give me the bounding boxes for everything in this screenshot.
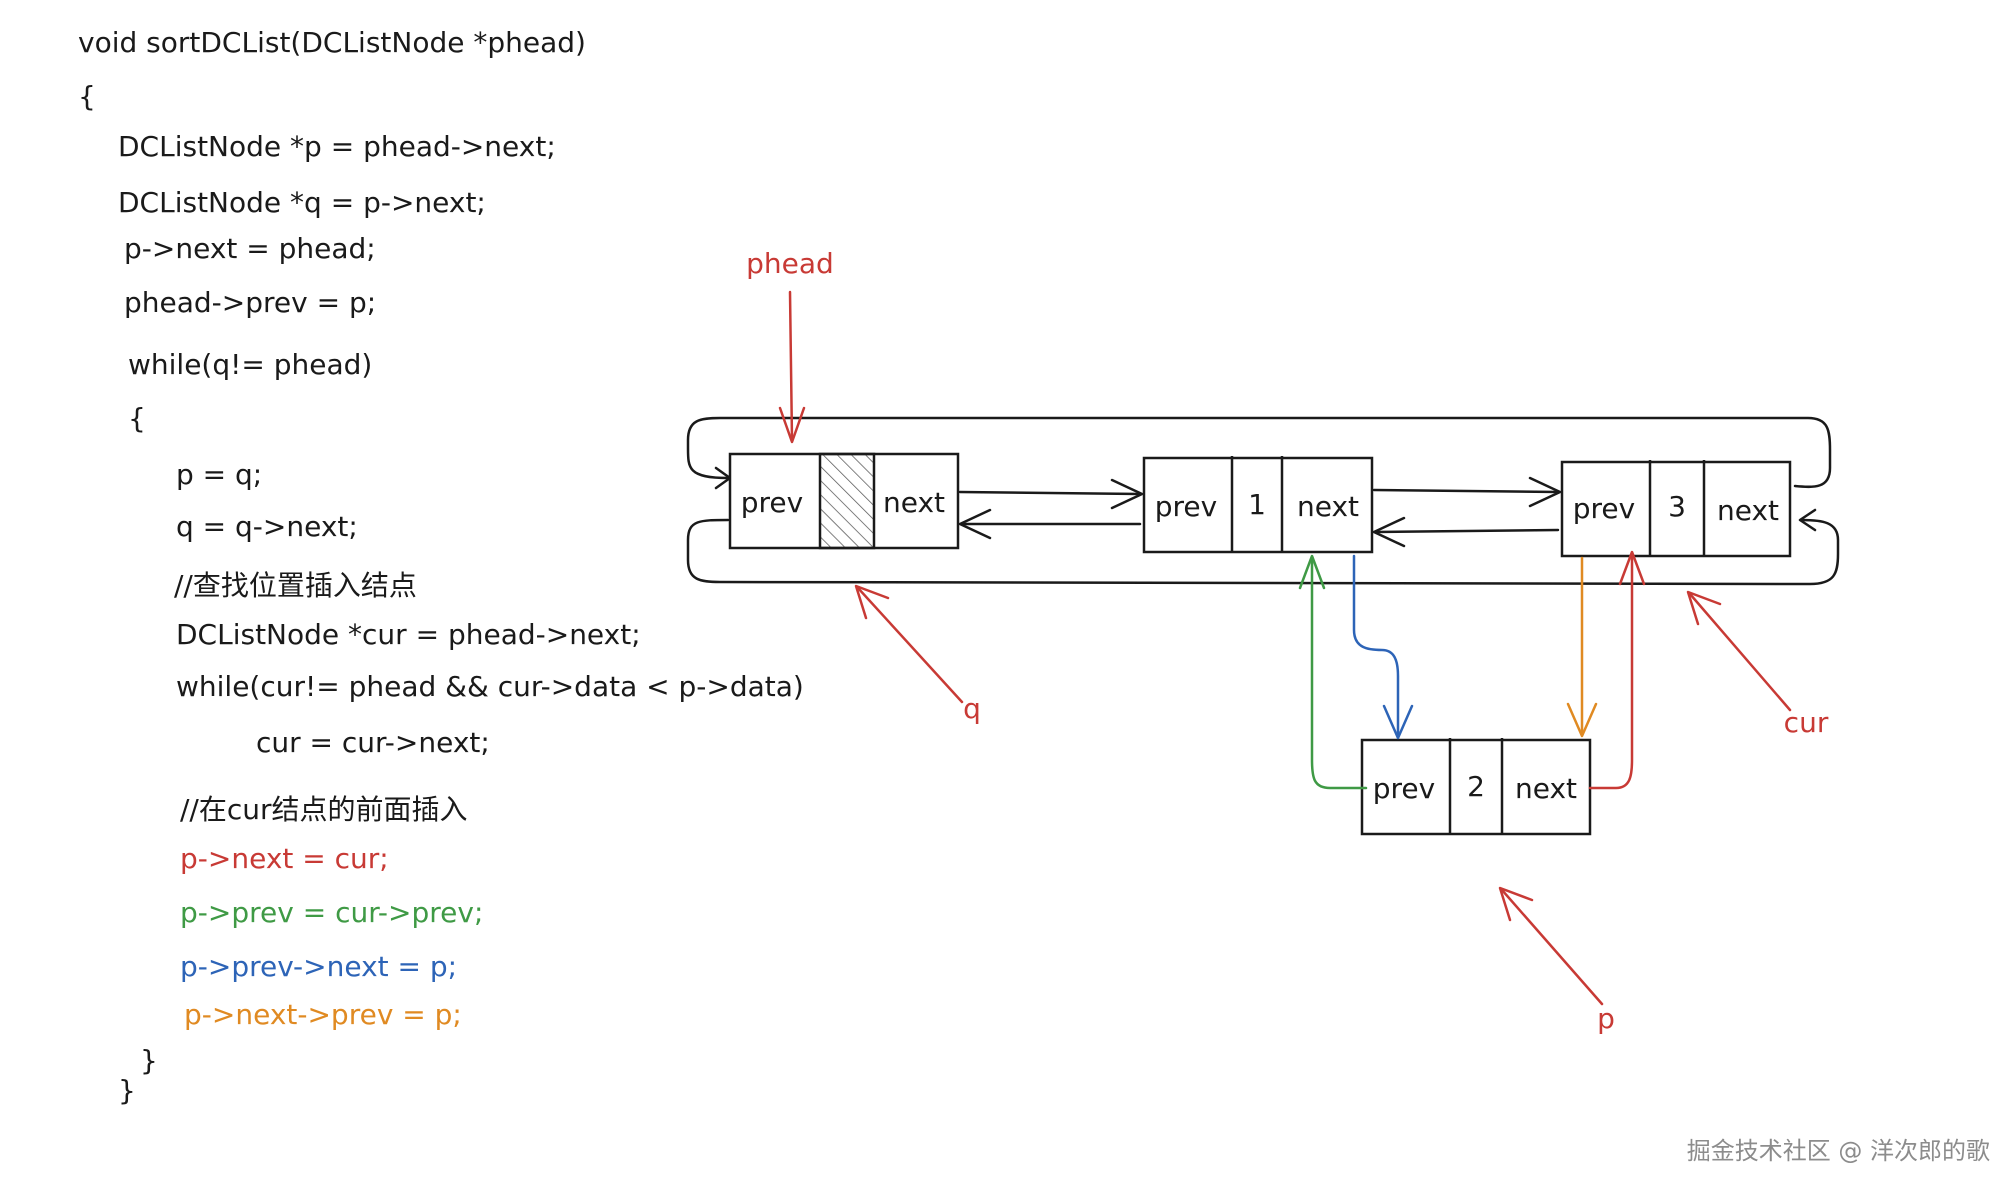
pointer-label-p: p	[1597, 1002, 1615, 1035]
orange-prev-link-arrow	[1566, 556, 1598, 738]
code-line-decl-q: DCListNode *q = p->next;	[118, 186, 486, 219]
pointer-label-q: q	[963, 692, 981, 725]
code-line-decl-p: DCListNode *p = phead->next;	[118, 130, 556, 163]
node-data-value: 2	[1467, 770, 1485, 803]
code-line-set-p-prev: p->prev = cur->prev;	[180, 896, 484, 929]
forward-backward-links	[958, 476, 1562, 548]
circular-wrap-lines	[686, 416, 1840, 586]
code-line-p-eq-q: p = q;	[176, 458, 263, 491]
code-comment-insert-before-cur: //在cur结点的前面插入	[180, 793, 468, 826]
pointer-p: p	[1498, 886, 1615, 1035]
list-node-1: prev 1 next	[1142, 456, 1374, 554]
blue-next-link-arrow	[1352, 554, 1414, 740]
pointer-q: q	[854, 584, 981, 725]
pointer-phead: phead	[746, 247, 834, 444]
node-data-value: 3	[1668, 490, 1686, 523]
node-next-label: next	[883, 486, 945, 519]
list-node-3: prev 3 next	[1560, 460, 1792, 558]
node-prev-label: prev	[1155, 490, 1217, 523]
code-line-while-open-brace: {	[128, 402, 146, 435]
node-data-value: 1	[1248, 488, 1266, 521]
code-line-decl-cur: DCListNode *cur = phead->next;	[176, 618, 641, 651]
code-line-open-brace: {	[78, 80, 96, 113]
q-arrow	[854, 584, 964, 704]
node-prev-label: prev	[741, 486, 803, 519]
code-line-set-next-prev: p->next->prev = p;	[184, 998, 462, 1031]
code-comment-find-position: //查找位置插入结点	[174, 569, 417, 602]
code-line-p-next: p->next = phead;	[124, 232, 376, 265]
phead-arrow	[778, 290, 806, 444]
hatched-data-cell	[818, 452, 876, 550]
code-line-while-close-brace: }	[140, 1044, 158, 1077]
code-line-close-brace: }	[118, 1074, 136, 1107]
code-line-inner-while: while(cur!= phead && cur->data < p->data…	[176, 670, 804, 703]
node-next-label: next	[1515, 772, 1577, 805]
node-next-label: next	[1297, 490, 1359, 523]
cur-arrow	[1686, 590, 1792, 712]
code-line-signature: void sortDCList(DCListNode *phead)	[78, 26, 586, 59]
code-listing: void sortDCList(DCListNode *phead) { DCL…	[0, 0, 804, 1178]
p-arrow	[1498, 886, 1604, 1006]
node-prev-label: prev	[1373, 772, 1435, 805]
pointer-cur: cur	[1686, 590, 1829, 739]
green-prev-link-arrow	[1298, 554, 1368, 790]
pointer-label-phead: phead	[746, 247, 834, 280]
node-next-label: next	[1717, 494, 1779, 527]
watermark: 掘金技术社区 @ 洋次郎的歌	[1686, 1137, 1990, 1165]
list-node-head: prev next	[728, 452, 960, 550]
code-line-set-p-next: p->next = cur;	[180, 842, 389, 875]
red-next-link-arrow	[1588, 550, 1646, 790]
code-line-q-advance: q = q->next;	[176, 510, 358, 543]
node-prev-label: prev	[1573, 492, 1635, 525]
code-line-while: while(q!= phead)	[128, 348, 373, 381]
pointer-label-cur: cur	[1784, 706, 1829, 739]
code-line-set-prev-next: p->prev->next = p;	[180, 950, 458, 983]
list-node-2: prev 2 next	[1360, 738, 1592, 836]
code-line-phead-prev: phead->prev = p;	[124, 286, 377, 319]
code-line-cur-advance: cur = cur->next;	[256, 726, 490, 759]
